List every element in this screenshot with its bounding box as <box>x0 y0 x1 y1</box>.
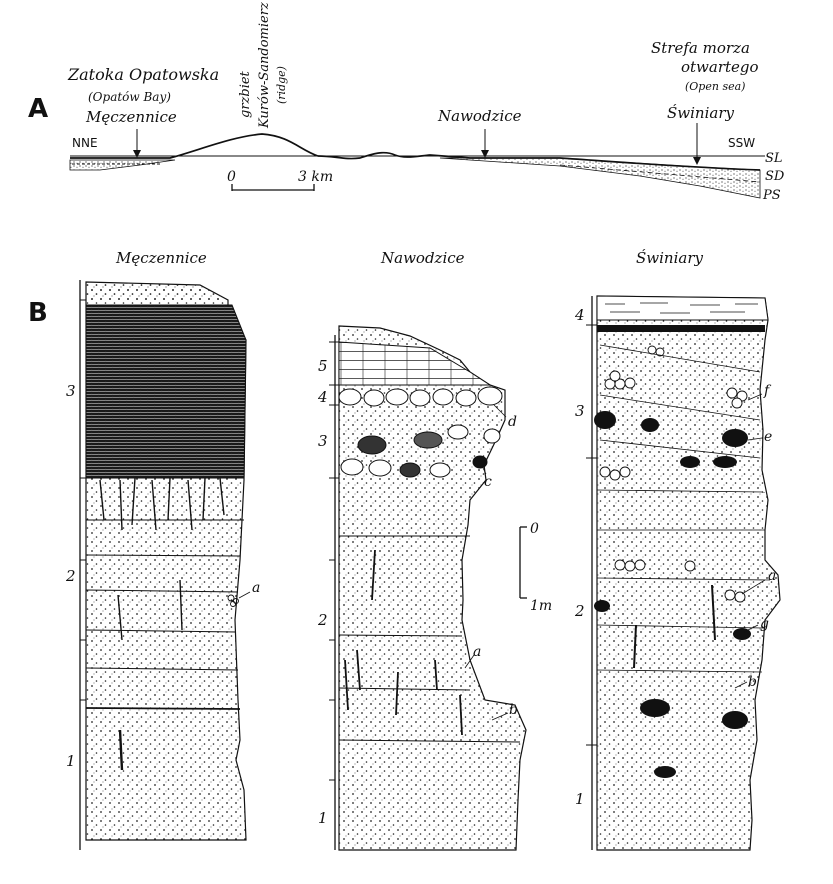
column-title-swiniary: Świniary <box>636 249 703 267</box>
open-sea-name2-label: otwartego <box>681 58 759 76</box>
swiniary-unit-3: 3 <box>575 402 585 420</box>
swiniary-unit-4: 4 <box>574 306 585 324</box>
site-nawodzice-label-a: Nawodzice <box>437 107 522 125</box>
column-nawodzice <box>329 325 527 851</box>
nawodzice-marker-c: c <box>484 474 492 490</box>
level-ps-label: PS <box>762 188 781 203</box>
ridge-name2-label: Kurów-Sandomierz <box>257 2 272 129</box>
level-sd-label: SD <box>765 169 785 184</box>
meczennice-unit-1: 1 <box>66 752 76 770</box>
swiniary-marker-e: e <box>764 429 772 445</box>
nawodzice-unit-3: 3 <box>318 432 328 450</box>
direction-nne-label: NNE <box>72 136 98 150</box>
meczennice-marker-a: a <box>252 580 260 596</box>
column-title-meczennice: Męczennice <box>115 249 207 267</box>
swiniary-marker-b: b <box>748 674 757 690</box>
site-meczennice-label-a: Męczennice <box>85 108 177 126</box>
ridge-label-group: grzbiet Kurów-Sandomierz (ridge) <box>238 2 288 129</box>
km-scale-zero: 0 <box>227 169 236 185</box>
open-sea-translation-label: (Open sea) <box>685 80 745 93</box>
metre-scale-zero: 0 <box>530 521 539 537</box>
nawodzice-unit-1: 1 <box>318 809 328 827</box>
metre-scale-bar <box>519 526 527 599</box>
swiniary-marker-f: f <box>763 383 772 399</box>
nawodzice-marker-b: b <box>509 702 518 718</box>
panel-b-letter: B <box>28 298 48 328</box>
ridge-translation-label: (ridge) <box>275 66 288 104</box>
km-scale-bar <box>231 184 315 191</box>
swiniary-marker-a: a <box>768 568 776 584</box>
level-sl-label: SL <box>765 151 783 166</box>
open-sea-name-label: Strefa morza <box>651 39 750 57</box>
cross-section-profile <box>69 133 765 199</box>
column-swiniary <box>586 295 781 851</box>
site-swiniary-label-a: Świniary <box>667 104 734 122</box>
metre-scale-one: 1m <box>530 598 552 614</box>
meczennice-unit-3: 3 <box>66 382 76 400</box>
nawodzice-unit-5: 5 <box>318 357 328 375</box>
bay-name-label: Zatoka Opatowska <box>67 65 219 84</box>
meczennice-unit-2: 2 <box>65 567 76 585</box>
nawodzice-marker-a: a <box>473 644 481 660</box>
swiniary-unit-2: 2 <box>574 602 585 620</box>
site-markers-a <box>133 123 701 165</box>
swiniary-marker-g: g <box>760 616 769 632</box>
panel-a-letter: A <box>28 94 48 124</box>
swiniary-unit-1: 1 <box>575 790 585 808</box>
nawodzice-marker-d: d <box>508 414 517 430</box>
column-meczennice <box>79 280 247 850</box>
nawodzice-unit-4: 4 <box>317 388 328 406</box>
bay-translation-label: (Opatów Bay) <box>88 90 171 104</box>
nawodzice-unit-2: 2 <box>317 611 328 629</box>
km-scale-end: 3 km <box>298 169 333 185</box>
ridge-name-label: grzbiet <box>238 70 253 118</box>
direction-ssw-label: SSW <box>728 136 755 150</box>
column-title-nawodzice: Nawodzice <box>380 249 465 267</box>
